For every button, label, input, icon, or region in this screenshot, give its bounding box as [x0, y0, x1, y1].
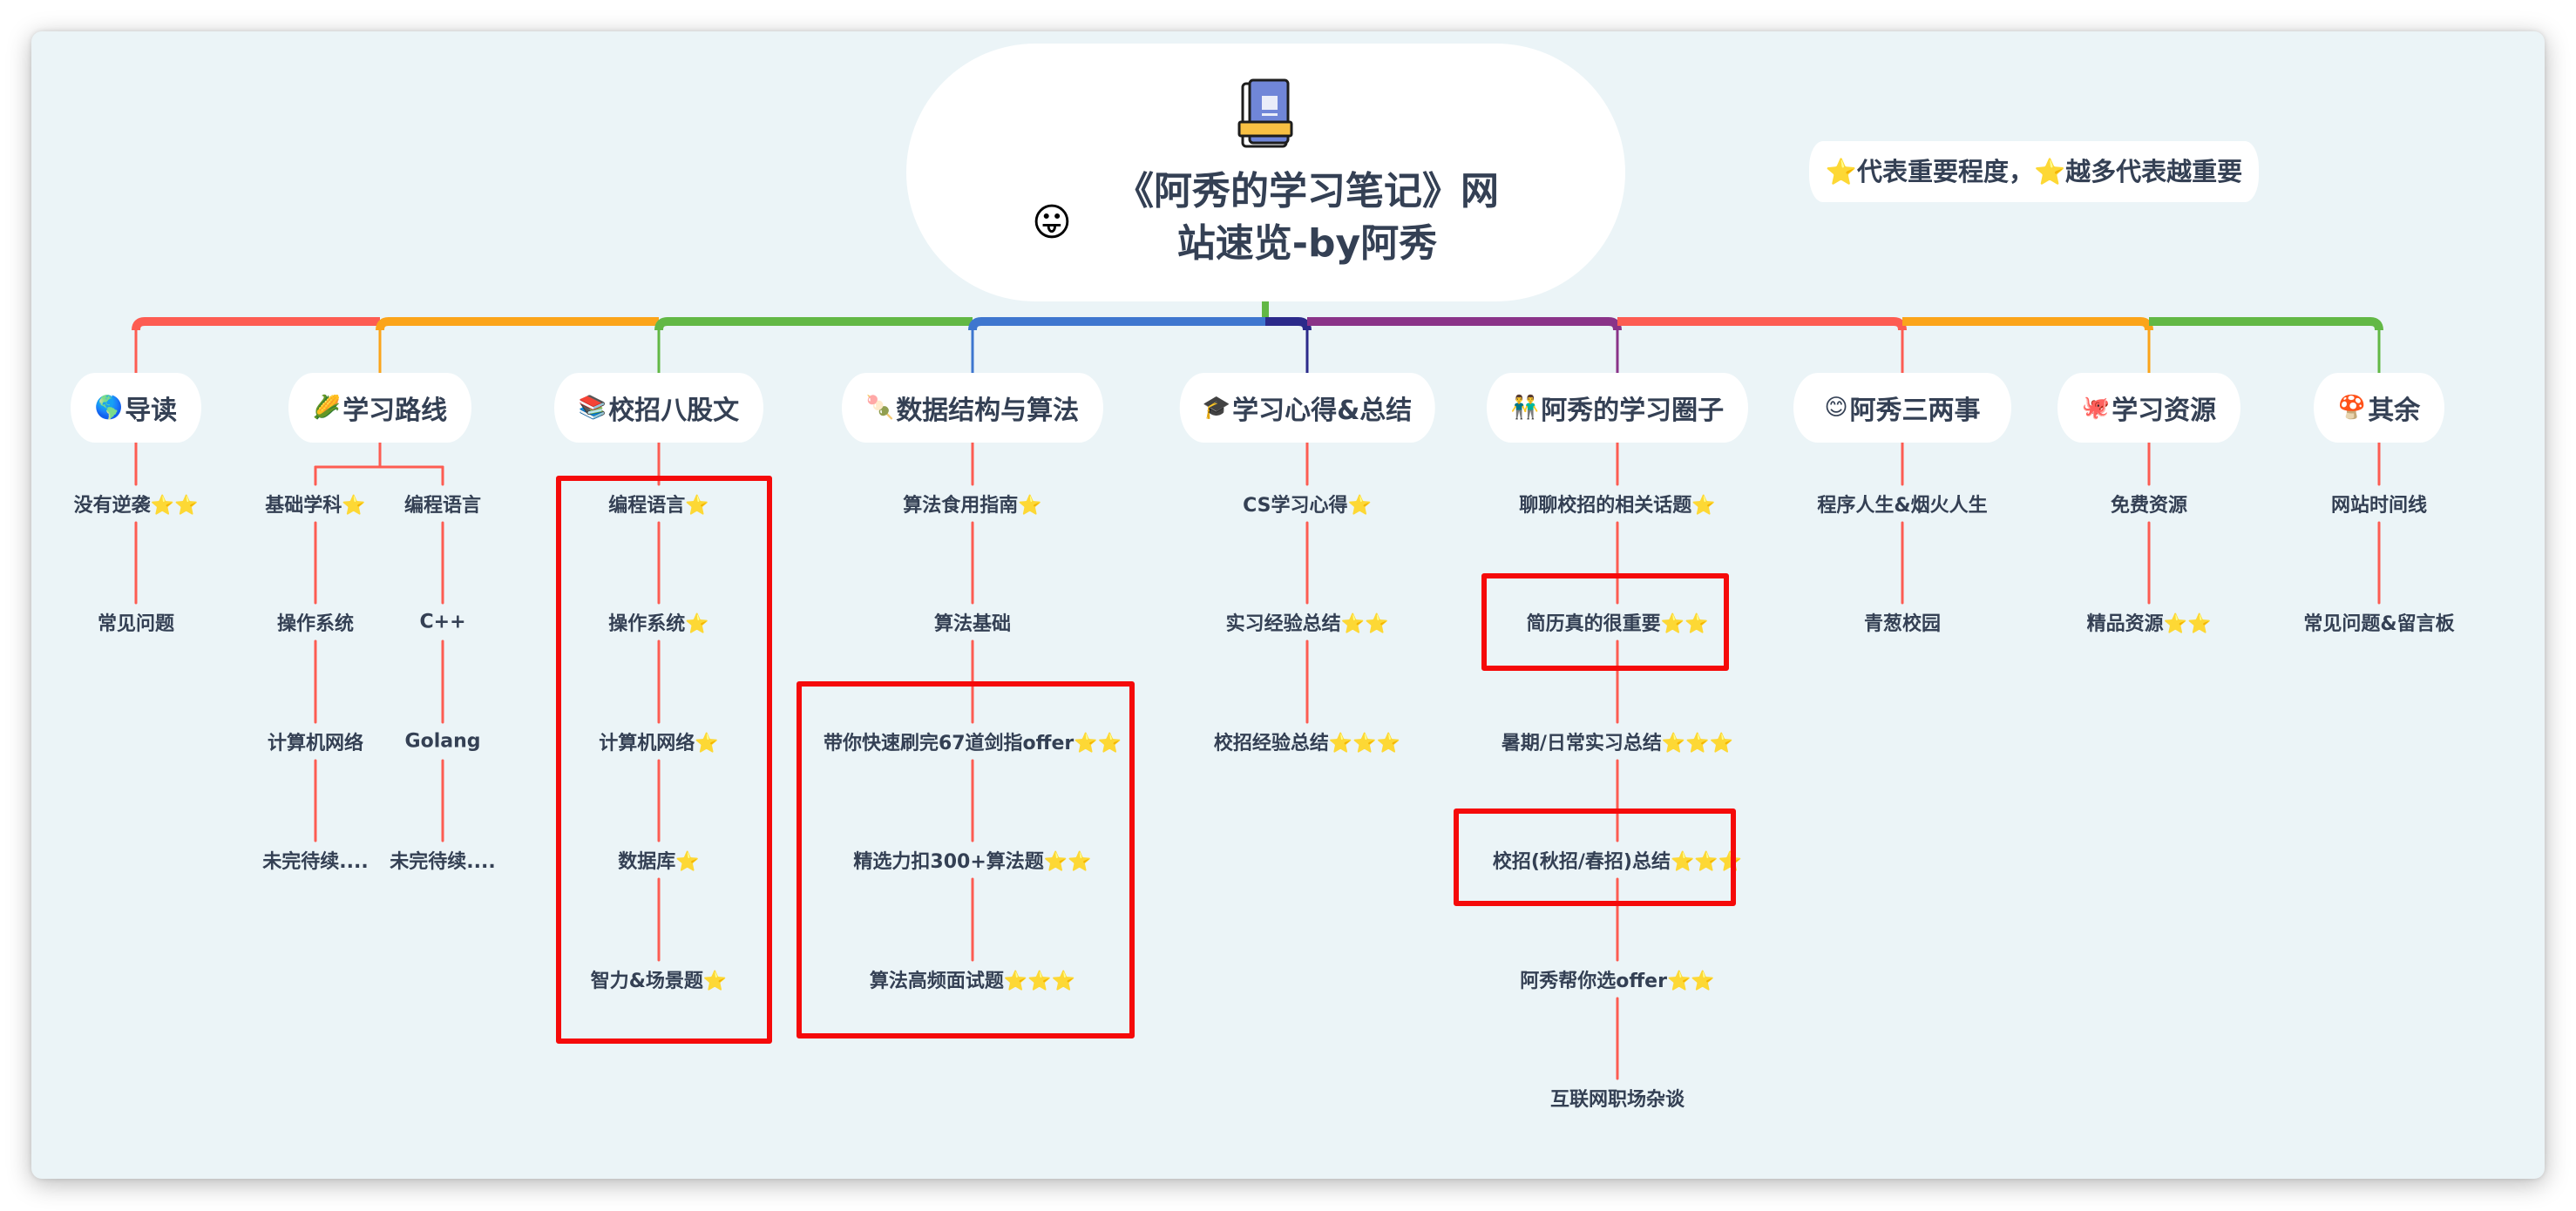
branch-bar-segment	[376, 317, 659, 331]
leaf-node[interactable]: 实习经验总结⭐⭐	[1225, 613, 1389, 635]
highlight-box	[797, 681, 1135, 1038]
branch-bar-segment	[2149, 317, 2383, 331]
topic-emoji-icon: 🌎	[94, 395, 124, 421]
leaf-node[interactable]: 没有逆袭⭐⭐	[73, 495, 199, 517]
branch-bar-segment	[654, 317, 973, 331]
root-title-line2: 站速览-by阿秀	[1176, 221, 1438, 266]
branch-bar-segment	[1307, 317, 1622, 331]
leaf-node[interactable]: 计算机网络⭐	[599, 733, 719, 754]
topic-emoji-icon: 🍡	[865, 395, 895, 421]
leaf-node[interactable]: 带你快速刷完67道剑指offer⭐⭐	[823, 733, 1122, 754]
leaf-node[interactable]: Golang	[404, 730, 481, 753]
tongue-emoji-icon: 😛	[1032, 200, 1072, 245]
leaf-node[interactable]: CS学习心得⭐	[1243, 495, 1372, 517]
topic-label: 学习路线	[342, 396, 448, 426]
leaf-node[interactable]: 程序人生&烟火人生	[1817, 495, 1988, 517]
leaf-node[interactable]: C++	[419, 611, 466, 633]
leaf-node[interactable]: 精选力扣300+算法题⭐⭐	[853, 851, 1092, 873]
legend-note: ⭐代表重要程度，⭐越多代表越重要	[1809, 141, 2259, 202]
leaf-node[interactable]: 校招经验总结⭐⭐⭐	[1213, 733, 1401, 754]
branch-bar-segment	[132, 317, 380, 331]
leaf-node[interactable]: 常见问题&留言板	[2303, 613, 2455, 635]
leaf-node[interactable]: 基础学科⭐	[265, 495, 366, 517]
topic-node[interactable]: 🍡数据结构与算法	[842, 373, 1103, 443]
leaf-node[interactable]: 简历真的很重要⭐⭐	[1526, 613, 1709, 635]
topic-node[interactable]: 🍄其余	[2314, 373, 2444, 443]
leaf-node[interactable]: 互联网职场杂谈	[1549, 1089, 1685, 1111]
leaf-node[interactable]: 暑期/日常实习总结⭐⭐⭐	[1501, 733, 1734, 754]
leaf-node[interactable]: 网站时间线	[2330, 495, 2428, 517]
topic-node[interactable]: 👬阿秀的学习圈子	[1487, 373, 1748, 443]
topic-label: 阿秀三两事	[1849, 396, 1981, 426]
book-icon	[1237, 78, 1293, 148]
topic-label: 导读	[125, 396, 178, 426]
branch-bar-segment	[1902, 317, 2153, 331]
leaf-node[interactable]: 未完待续....	[390, 851, 496, 873]
topic-node[interactable]: 🌽学习路线	[288, 373, 471, 443]
highlight-box	[556, 476, 772, 1044]
topic-label: 数据结构与算法	[896, 396, 1080, 426]
leaf-node[interactable]: 计算机网络	[267, 733, 364, 754]
leaf-node[interactable]: 操作系统	[276, 613, 355, 635]
highlight-box	[1481, 573, 1729, 671]
leaf-node[interactable]: 青葱校园	[1863, 613, 1942, 635]
topic-node[interactable]: 📚校招八股文	[554, 373, 763, 443]
topic-emoji-icon: 📚	[578, 395, 607, 421]
highlight-box	[1454, 808, 1736, 906]
topic-node[interactable]: 😊阿秀三两事	[1793, 373, 2011, 443]
leaf-node[interactable]: 校招(秋招/春招)总结⭐⭐⭐	[1492, 851, 1743, 873]
topic-node[interactable]: 🎓学习心得&总结	[1179, 373, 1435, 443]
topic-emoji-icon: 🎓	[1202, 395, 1231, 421]
leaf-node[interactable]: 免费资源	[2110, 495, 2188, 517]
topic-label: 学习心得&总结	[1232, 396, 1413, 426]
leaf-node[interactable]: 数据库⭐	[618, 851, 700, 873]
leaf-node[interactable]: 精品资源⭐⭐	[2086, 613, 2212, 635]
leaf-node[interactable]: 算法高频面试题⭐⭐⭐	[869, 971, 1076, 992]
leaf-node[interactable]: 编程语言	[403, 495, 482, 517]
leaf-node[interactable]: 算法基础	[933, 613, 1012, 635]
topic-node[interactable]: 🌎导读	[71, 373, 201, 443]
topic-emoji-icon: 😊	[1824, 395, 1848, 421]
topic-label: 校招八股文	[608, 396, 740, 426]
leaf-node[interactable]: 算法食用指南⭐	[903, 495, 1042, 517]
topic-label: 其余	[2368, 396, 2421, 426]
leaf-node[interactable]: 操作系统⭐	[608, 613, 709, 635]
branch-bar-segment	[1617, 317, 1907, 331]
topic-emoji-icon: 🐙	[2081, 395, 2111, 421]
leaf-node[interactable]: 常见问题	[97, 613, 175, 635]
leaf-node[interactable]: 未完待续....	[262, 851, 369, 873]
leaf-node[interactable]: 阿秀帮你选offer⭐⭐	[1520, 971, 1715, 992]
topic-node[interactable]: 🐙学习资源	[2057, 373, 2240, 443]
topic-emoji-icon: 👬	[1510, 395, 1540, 421]
topic-label: 学习资源	[2112, 396, 2217, 426]
leaf-node[interactable]: 编程语言⭐	[608, 495, 709, 517]
root-title-line1: 《阿秀的学习笔记》网	[1115, 169, 1499, 213]
topic-emoji-icon: 🍄	[2337, 395, 2367, 421]
topic-emoji-icon: 🌽	[312, 395, 342, 421]
branch-bar-segment	[968, 317, 1265, 331]
branch-bar-segment	[1265, 317, 1312, 331]
topic-label: 阿秀的学习圈子	[1541, 396, 1725, 426]
root-title: 《阿秀的学习笔记》网 站速览-by阿秀	[1081, 166, 1534, 270]
leaf-node[interactable]: 智力&场景题⭐	[590, 971, 728, 992]
leaf-node[interactable]: 聊聊校招的相关话题⭐	[1519, 495, 1716, 517]
